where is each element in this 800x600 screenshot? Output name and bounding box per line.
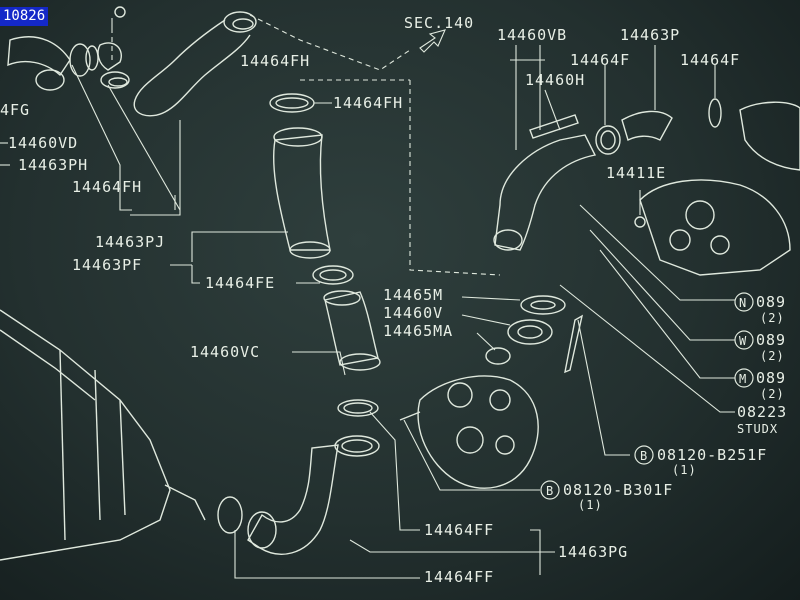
- upper-hose: [133, 11, 411, 117]
- label-studx: STUDX: [737, 422, 778, 436]
- callout-circle-n: [734, 292, 754, 312]
- callout-letter-m: M: [739, 372, 747, 386]
- label-14411E: 14411E: [606, 164, 666, 182]
- label-089-m: 089: [756, 369, 786, 387]
- qty-B251F: (1): [672, 463, 697, 477]
- qty-B301F: (1): [578, 498, 603, 512]
- label-14463PG: 14463PG: [558, 543, 628, 561]
- callout-circle-b2: [540, 480, 560, 500]
- clamp-14464FH: [269, 93, 332, 113]
- callout-letter-n: N: [739, 296, 747, 310]
- label-14465MA: 14465MA: [383, 322, 453, 340]
- callout-letter-b1: B: [640, 449, 648, 463]
- leader-lines: [0, 18, 735, 579]
- section-ref-label[interactable]: SEC.140: [404, 14, 474, 32]
- callout-letter-b2: B: [546, 484, 554, 498]
- label-14463P: 14463P: [620, 26, 680, 44]
- intercooler: [0, 309, 206, 561]
- label-14464FH-mid: 14464FH: [333, 94, 403, 112]
- label-14464FF-upper: 14464FF: [424, 521, 494, 539]
- label-14463PH: 14463PH: [18, 156, 88, 174]
- label-08120-B301F: 08120-B301F: [563, 481, 673, 499]
- label-14465M: 14465M: [383, 286, 443, 304]
- label-08223: 08223: [737, 403, 787, 421]
- part-labels: SEC.140 14460VB 14463P 14464F 14464F 144…: [0, 14, 787, 586]
- label-14460V: 14460V: [383, 304, 443, 322]
- label-4FG: 4FG: [0, 101, 30, 119]
- label-14460VC: 14460VC: [190, 343, 260, 361]
- gaskets: [485, 295, 584, 374]
- label-14464F-top: 14464F: [570, 51, 630, 69]
- label-089-w: 089: [756, 331, 786, 349]
- callout-circle-m: [734, 368, 754, 388]
- label-14464FH-top: 14464FH: [240, 52, 310, 70]
- label-14463PJ: 14463PJ: [95, 233, 165, 251]
- label-14460H: 14460H: [525, 71, 585, 89]
- label-14464FF-lower: 14464FF: [424, 568, 494, 586]
- callout-letter-w: W: [739, 334, 747, 348]
- label-14464FH-left: 14464FH: [72, 178, 142, 196]
- turbo-housing: [399, 375, 539, 489]
- left-hose-cluster: [7, 6, 130, 91]
- label-14460VB: 14460VB: [497, 26, 567, 44]
- callout-circle-w: [734, 330, 754, 350]
- label-08120-B251F: 08120-B251F: [657, 446, 767, 464]
- highlighted-part-code[interactable]: 10826: [0, 7, 49, 26]
- label-14464FE: 14464FE: [205, 274, 275, 292]
- label-14463PF: 14463PF: [72, 256, 142, 274]
- right-intake-pipe: [493, 98, 800, 276]
- label-14460VD: 14460VD: [8, 134, 78, 152]
- label-14464F-right: 14464F: [680, 51, 740, 69]
- label-089-n: 089: [756, 293, 786, 311]
- callout-circle-b1: [634, 445, 654, 465]
- qty-089-n: (2): [760, 311, 785, 325]
- qty-089-m: (2): [760, 387, 785, 401]
- qty-089-w: (2): [760, 349, 785, 363]
- center-hose: [272, 127, 381, 417]
- lower-hose: [217, 435, 380, 555]
